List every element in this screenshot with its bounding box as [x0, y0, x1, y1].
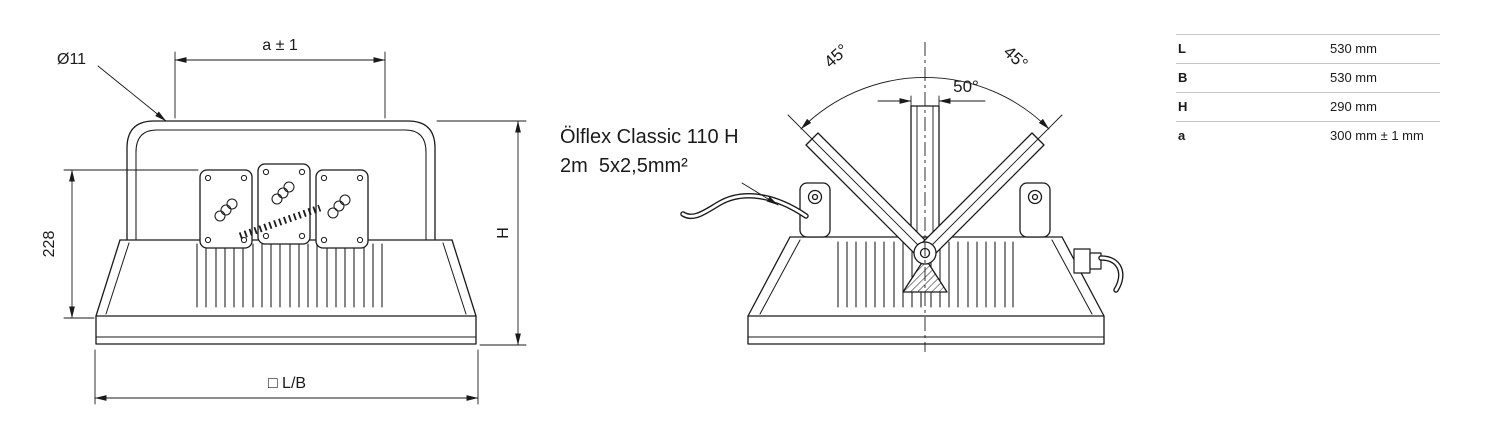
cable-leader-line: [741, 182, 779, 206]
side-housing-body: [747, 236, 1105, 345]
spec-row-B: B 530 mm: [1176, 63, 1440, 92]
spec-value: 290 mm: [1330, 99, 1377, 114]
heatsink-fins: [196, 243, 383, 308]
beam-angle-label: 50°: [953, 77, 979, 96]
cable-spec-line1: Ölflex Classic 110 H: [560, 126, 739, 148]
spec-row-a: a 300 mm ± 1 mm: [1176, 121, 1440, 150]
side-dimension-lines: [741, 42, 1050, 352]
connection-cables: [680, 193, 1124, 293]
flex-conduit: [238, 204, 322, 240]
gear-boxes: [199, 163, 369, 249]
spec-key: B: [1178, 70, 1188, 85]
cable-coils: [214, 181, 351, 222]
cable-gland: [1073, 248, 1091, 274]
spec-row-H: H 290 mm: [1176, 92, 1440, 121]
spec-value: 530 mm: [1330, 70, 1377, 85]
spec-value: 300 mm ± 1 mm: [1330, 128, 1424, 143]
mounting-yoke: [126, 120, 436, 241]
width-dimension-label: □ L/B: [268, 375, 306, 392]
yoke-lugs: [799, 182, 1051, 238]
housing-body: [95, 239, 477, 345]
spec-value: 530 mm: [1330, 41, 1377, 56]
height-dimension-label: H: [495, 227, 512, 239]
tilt-angle-left-label: 45°: [820, 40, 852, 71]
cable-spec-line2: 2m 5x2,5mm²: [560, 155, 688, 177]
spec-table: L 530 mm B 530 mm H 290 mm a 300 mm ± 1 …: [1176, 34, 1440, 150]
side-view: 45° 45° 50° Ölflex Classic 110 H 2m 5x2,…: [560, 40, 1124, 352]
technical-drawing: Ø11 a ± 1 228 H □ L/B: [41, 37, 1124, 405]
tilt-angle-arc: [800, 77, 1050, 130]
spec-row-L: L 530 mm: [1176, 34, 1440, 63]
spec-key: H: [1178, 99, 1188, 114]
tilt-angle-right-label: 45°: [1000, 42, 1032, 73]
diameter-leader-line: [97, 65, 167, 122]
heatsink-fins: [837, 241, 1014, 308]
spacing-dimension-label: a ± 1: [262, 37, 298, 54]
hole-diameter-label: Ø11: [57, 51, 86, 68]
partial-height-label: 228: [41, 231, 58, 258]
screws: [204, 168, 364, 244]
front-view: Ø11 a ± 1 228 H □ L/B: [41, 37, 527, 405]
spec-key: L: [1178, 41, 1186, 56]
front-dimension-lines: [63, 51, 527, 405]
spec-key: a: [1178, 128, 1186, 143]
